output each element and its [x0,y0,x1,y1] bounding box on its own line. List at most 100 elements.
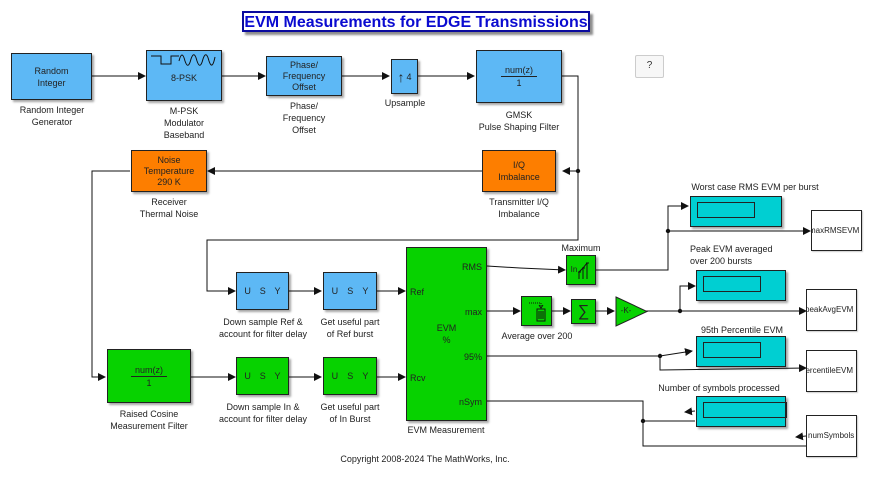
to-workspace-maxrmsevm[interactable]: maxRMSEVM [811,210,862,251]
branch-point [640,418,646,424]
phase-frequency-offset-block[interactable]: Phase/ Frequency Offset [266,56,342,96]
raised-cosine-label: Raised Cosine Measurement Filter [99,408,199,432]
wire [206,75,579,295]
port-s: S [259,371,266,381]
port-s: S [347,286,354,296]
label-line: Receiver [151,197,187,207]
display-num-symbols[interactable] [696,396,787,427]
label-line: of Ref burst [326,329,374,339]
useful-ref-label: Get useful part of Ref burst [310,316,390,340]
port-labels: U S Y [324,285,376,297]
output-port-nsym: nSym [458,397,482,407]
label-line: Phase/ [289,101,319,111]
branch-point [665,228,671,234]
gain-block[interactable] [615,296,649,327]
maximum-label: Maximum [561,243,601,253]
to-workspace-percentileevm[interactable]: percentileEVM [806,350,857,392]
port-u: U [244,286,251,296]
block-text: In [570,265,578,274]
downsample-ref-label: Down sample Ref & account for filter del… [208,316,318,340]
wire [684,407,696,416]
gain-text: -K- [620,306,632,315]
port-labels: U S Y [324,370,376,382]
sum-block[interactable]: ∑ [571,299,596,324]
label-line: account for filter delay [218,329,308,339]
label-line: Raised Cosine [119,409,179,419]
label-line: M-PSK [169,106,199,116]
block-text: Imbalance [498,172,540,182]
wire [646,282,696,312]
random-integer-block[interactable]: Random Integer [11,53,92,100]
transfer-function: num(z) 1 [500,64,537,89]
iq-imbalance-block[interactable]: I/Q Imbalance [482,150,556,192]
display-worst-label: Worst case RMS EVM per burst [691,182,819,192]
label-line: Offset [292,125,316,135]
display-value-field [703,276,761,292]
thermal-noise-block[interactable]: Noise Temperature 290 K [131,150,207,192]
block-text: Noise [157,154,181,165]
port-u: U [331,371,339,381]
block-text: Random [34,65,69,76]
block-text: 8-PSK [170,72,197,83]
port-labels: U S Y [237,370,288,382]
variable-name: percentileEVM [806,366,854,375]
block-text: EVM [436,323,457,333]
port-u: U [244,371,251,381]
label-line: Imbalance [498,209,540,219]
label-line: Generator [31,117,73,127]
display-peak-avg[interactable] [696,270,786,301]
variable-name: numSymbols [808,431,855,440]
upsample-block[interactable]: ↑ 4 [391,59,418,94]
display-value-field [703,402,787,418]
denominator: 1 [146,377,152,388]
buffer-block[interactable] [521,296,552,326]
port-u: U [331,286,339,296]
label-line: Random Integer [19,105,85,115]
numerator: num(z) [500,64,537,77]
label-line: Get useful part [320,317,380,327]
evm-measurement-block[interactable]: EVM % Ref Rcv RMS max 95% nSym [406,247,487,421]
iq-imbalance-label: Transmitter I/Q Imbalance [474,196,564,220]
useful-in-block[interactable]: U S Y [323,357,377,395]
branch-point [677,308,683,314]
block-text: 290 K [157,176,181,187]
branch-point [575,168,581,174]
label-line: Get useful part [320,402,380,412]
to-workspace-numsymbols[interactable]: numSymbols [806,415,857,457]
label-line: Down sample Ref & [223,317,303,327]
average-label: Average over 200 [501,331,573,341]
sigma-icon: ∑ [577,302,590,320]
block-text: Integer [37,77,66,88]
mpsk-modulator-block[interactable]: 8-PSK [146,50,222,101]
branch-point [657,353,663,359]
useful-in-label: Get useful part of In Burst [310,401,390,425]
block-text: Temperature [143,165,195,176]
downsample-in-block[interactable]: U S Y [236,357,289,395]
label-line: Modulator [163,118,205,128]
gmsk-filter-block[interactable]: num(z) 1 [476,50,562,103]
to-workspace-peakavgevm[interactable]: peakAvgEVM [806,289,857,331]
display-worst-rms[interactable] [690,196,782,227]
mpsk-label: M-PSK Modulator Baseband [140,105,228,141]
useful-ref-block[interactable]: U S Y [323,272,377,310]
display-value-field [703,342,761,358]
label-line: Transmitter I/Q [489,197,549,207]
up-arrow-icon: ↑ [397,68,405,85]
raised-cosine-filter-block[interactable]: num(z) 1 [107,349,191,403]
display-95th-percentile[interactable] [696,336,786,367]
maximum-block[interactable]: In [566,255,596,285]
help-button[interactable]: ? [635,55,664,78]
upsample-label: Upsample [384,98,426,108]
downsample-ref-block[interactable]: U S Y [236,272,289,310]
label-line: of In Burst [329,414,371,424]
block-text: I/Q [512,160,525,170]
port-s: S [259,286,266,296]
display-peak-label: Peak EVM averaged over 200 bursts [690,243,790,267]
block-text: Phase/ [289,59,319,70]
block-text: % [442,335,451,345]
evm-measurement-label: EVM Measurement [407,425,485,435]
display-value-field [697,202,755,218]
label-line: Down sample In & [226,402,300,412]
block-text: Offset [292,81,316,92]
